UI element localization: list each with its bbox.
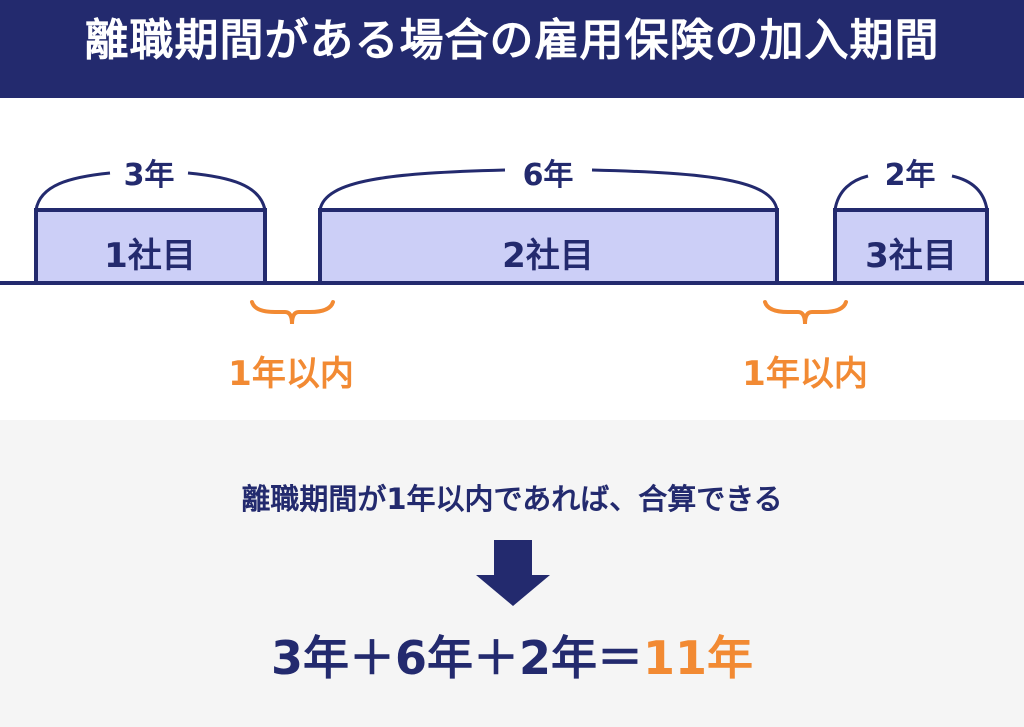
- company-2-label: 2社目: [502, 236, 594, 276]
- duration-label-1: 3年: [123, 158, 175, 193]
- page-title: 離職期間がある場合の雇用保険の加入期間: [84, 15, 940, 66]
- duration-arc-1: [34, 171, 267, 211]
- duration-label-2: 6年: [522, 158, 574, 193]
- gap-label-2: 1年以内: [742, 354, 868, 394]
- duration-arc-3: [833, 174, 989, 211]
- duration-arc-2: [318, 168, 779, 211]
- title-bar: 離職期間がある場合の雇用保険の加入期間: [0, 0, 1024, 98]
- gap-label-1: 1年以内: [228, 354, 354, 394]
- down-arrow-icon: [476, 540, 550, 606]
- equation-result: 11年: [643, 631, 754, 685]
- company-1-label: 1社目: [104, 236, 196, 276]
- duration-label-3: 2年: [884, 158, 936, 193]
- gap-brace-2: [763, 300, 848, 325]
- gap-brace-1: [250, 300, 335, 325]
- company-1-box: [34, 208, 267, 285]
- equation-expression: 3年＋6年＋2年＝: [270, 631, 644, 685]
- equation: 3年＋6年＋2年＝11年: [271, 622, 753, 688]
- summary-note: 離職期間が1年以内であれば、合算できる: [241, 482, 783, 516]
- company-3-label: 3社目: [865, 236, 957, 276]
